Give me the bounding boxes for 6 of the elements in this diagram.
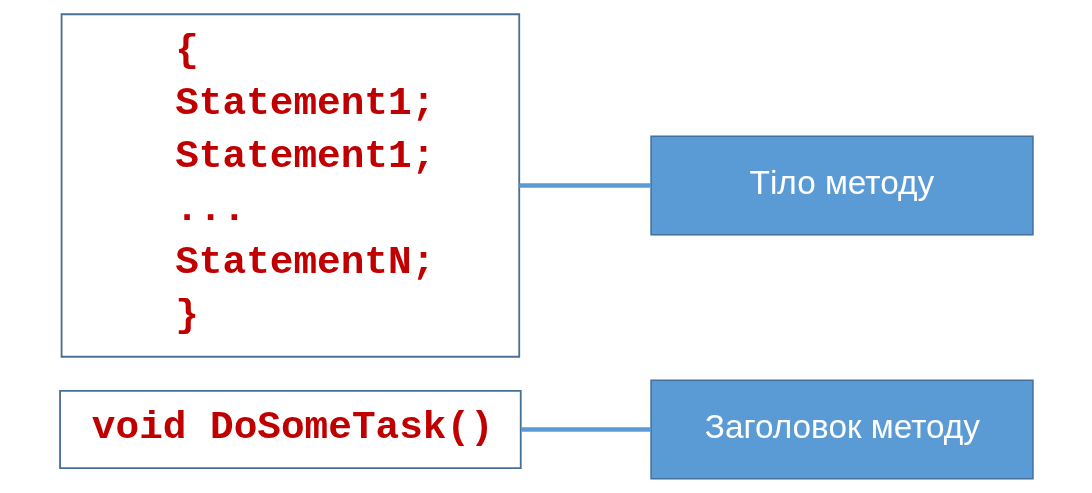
connector [520,427,651,432]
node-box: Заголовок методу [649,379,1034,480]
node-box: Тіло методу [649,135,1034,236]
node-box: { Statement1; Statement1; ... StatementN; } [60,13,520,358]
connector [518,183,651,188]
node-box: void DoSomeTask() [58,389,522,470]
